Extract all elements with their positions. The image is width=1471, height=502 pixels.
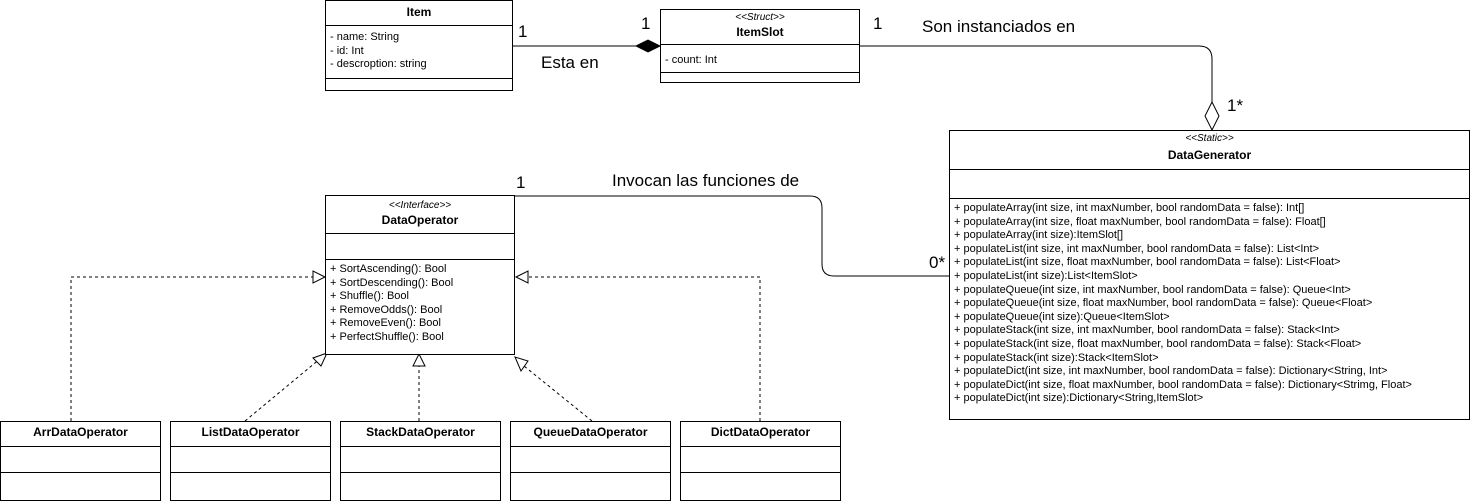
label-association: Invocan las funciones de	[612, 171, 800, 190]
attribute: - name: String	[330, 31, 400, 43]
realization-dict	[516, 276, 761, 421]
class-dataoperator-stereotype: <<Interface>>	[388, 200, 452, 211]
method: + populateList(int size, float maxNumber…	[954, 256, 1341, 269]
label-composition: Esta en	[541, 53, 599, 72]
class-implementation[interactable]: ListDataOperator	[170, 421, 331, 501]
method: + PerfectShuffle(): Bool	[330, 330, 444, 343]
class-implementation[interactable]: QueueDataOperator	[510, 421, 671, 501]
aggregation-line	[860, 45, 1213, 102]
class-implementation-methods	[1, 472, 160, 500]
class-itemslot[interactable]: <<Struct>> ItemSlot - count: Int	[660, 9, 860, 83]
class-datagenerator[interactable]: <<Static>> DataGenerator + populateArray…	[949, 130, 1470, 420]
class-implementation[interactable]: ArrDataOperator	[0, 421, 161, 501]
class-dataoperator-methods: + SortAscending(): Bool+ SortDescending(…	[326, 259, 514, 354]
class-implementation[interactable]: DictDataOperator	[680, 421, 841, 501]
class-itemslot-name: ItemSlot	[736, 25, 784, 39]
attribute: - id: Int	[330, 44, 364, 57]
method: + populateDict(int size, float maxNumber…	[954, 378, 1412, 391]
class-implementation-attributes	[171, 446, 330, 472]
method: + populateQueue(int size, float maxNumbe…	[954, 297, 1373, 310]
realization-stack-arrow	[412, 352, 426, 367]
class-implementation-name: ArrDataOperator	[33, 425, 128, 439]
label-aggregation: Son instanciados en	[922, 17, 1076, 36]
method: + RemoveOdds(): Bool	[330, 303, 443, 316]
mult-association-generator: 0*	[929, 253, 946, 272]
class-dataoperator-attributes	[326, 233, 514, 259]
class-itemslot-stereotype: <<Struct>>	[735, 12, 785, 23]
class-dataoperator-name: DataOperator	[381, 213, 459, 227]
class-datagenerator-stereotype: <<Static>>	[1185, 133, 1234, 144]
class-implementation-name: ListDataOperator	[201, 425, 300, 439]
method: + populateStack(int size, int maxNumber,…	[954, 324, 1340, 337]
class-implementation-methods	[681, 472, 840, 500]
class-implementation-attributes	[1, 446, 160, 472]
realization-arr-arrow	[312, 270, 327, 284]
mult-association-operator: 1	[516, 173, 526, 192]
method: + SortAscending(): Bool	[330, 263, 447, 275]
method: + RemoveEven(): Bool	[330, 317, 441, 330]
class-datagenerator-methods: + populateArray(int size, int maxNumber,…	[950, 198, 1469, 419]
class-item[interactable]: Item - name: String - id: Int - descropt…	[325, 0, 513, 91]
aggregation-diamond	[1204, 100, 1220, 132]
class-implementation-name: StackDataOperator	[366, 425, 475, 439]
association-line	[515, 195, 949, 277]
realization-list-arrow	[312, 352, 328, 367]
method: + SortDescending(): Bool	[330, 276, 454, 289]
class-implementation-name: DictDataOperator	[710, 425, 811, 439]
attribute: - count: Int	[665, 54, 717, 66]
class-itemslot-attributes: - count: Int	[661, 44, 859, 72]
class-dataoperator[interactable]: <<Interface>> DataOperator + SortAscendi…	[325, 195, 515, 355]
realization-dict-arrow	[514, 270, 529, 284]
method: + populateStack(int size):Stack<ItemSlot…	[954, 351, 1159, 364]
realization-list	[244, 357, 322, 422]
method: + populateDict(int size):Dictionary<Stri…	[954, 392, 1204, 405]
class-implementation-attributes	[681, 446, 840, 472]
method: + populateArray(int size, float maxNumbe…	[954, 215, 1326, 228]
class-implementation-attributes	[341, 446, 500, 472]
class-implementation-methods	[341, 472, 500, 500]
method: + Shuffle(): Bool	[330, 290, 409, 303]
method: + populateArray(int size, int maxNumber,…	[954, 202, 1305, 214]
class-implementation-attributes	[511, 446, 670, 472]
method: + populateArray(int size):ItemSlot[]	[954, 229, 1124, 242]
class-implementation-methods	[511, 472, 670, 500]
method: + populateDict(int size, int maxNumber, …	[954, 365, 1388, 378]
class-datagenerator-attributes	[950, 169, 1469, 198]
class-itemslot-methods	[661, 72, 859, 82]
class-datagenerator-name: DataGenerator	[1167, 148, 1252, 162]
method: + populateList(int size):List<ItemSlot>	[954, 269, 1138, 282]
mult-composition-slot: 1	[641, 14, 651, 33]
class-implementation-methods	[171, 472, 330, 500]
method: + populateList(int size, int maxNumber, …	[954, 242, 1320, 255]
class-item-name: Item	[406, 5, 432, 19]
mult-aggregation-generator: 1*	[1227, 96, 1244, 115]
method: + populateQueue(int size):Queue<ItemSlot…	[954, 310, 1170, 323]
method: + populateStack(int size, float maxNumbe…	[954, 337, 1362, 350]
method: + populateQueue(int size, int maxNumber,…	[954, 283, 1351, 296]
mult-composition-item: 1	[518, 22, 528, 41]
class-item-attributes: - name: String - id: Int - descroption: …	[326, 25, 512, 78]
realization-queue-arrow	[514, 356, 529, 373]
class-implementation[interactable]: StackDataOperator	[340, 421, 501, 501]
realization-queue	[523, 365, 593, 422]
class-implementation-name: QueueDataOperator	[533, 425, 648, 439]
realization-arr	[70, 276, 325, 421]
attribute: - descroption: string	[330, 58, 427, 71]
class-item-methods	[326, 78, 512, 90]
composition-diamond	[634, 39, 662, 53]
mult-aggregation-slot: 1	[873, 14, 883, 33]
